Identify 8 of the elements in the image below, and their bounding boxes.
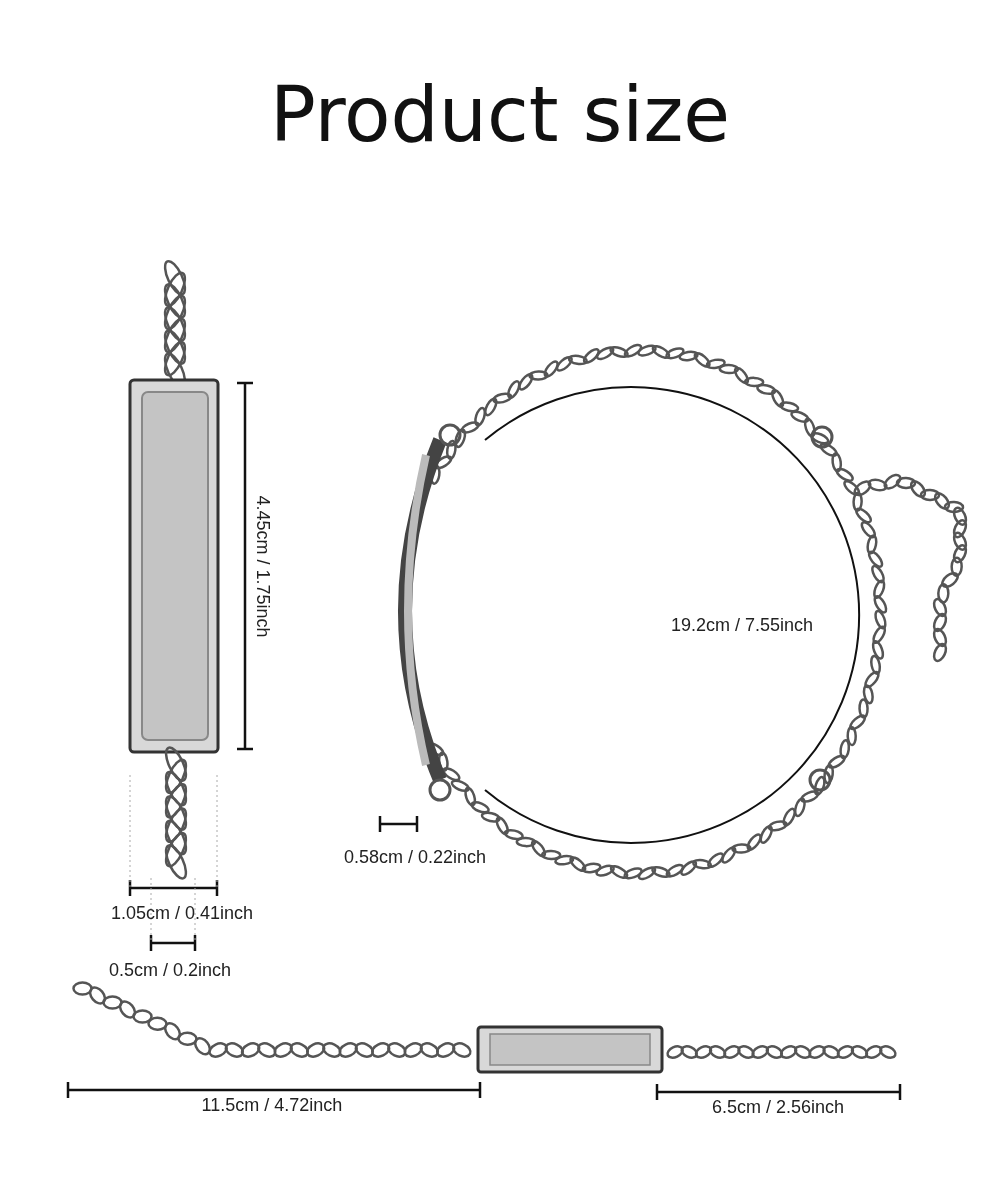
page-title: Product size (268, 70, 732, 159)
dimension-label: 0.5cm / 0.2inch (109, 959, 232, 981)
dimension-label: 11.5cm / 4.72inch (201, 1094, 343, 1116)
dimension-label: 6.5cm / 2.56inch (712, 1096, 845, 1118)
dimension-label: 19.2cm / 7.55inch (671, 614, 814, 636)
dimension-label: 1.05cm / 0.41inch (111, 902, 254, 924)
dimension-label: 0.58cm / 0.22inch (344, 846, 487, 868)
dimension-label: 4.45cm / 1.75inch (251, 494, 273, 638)
